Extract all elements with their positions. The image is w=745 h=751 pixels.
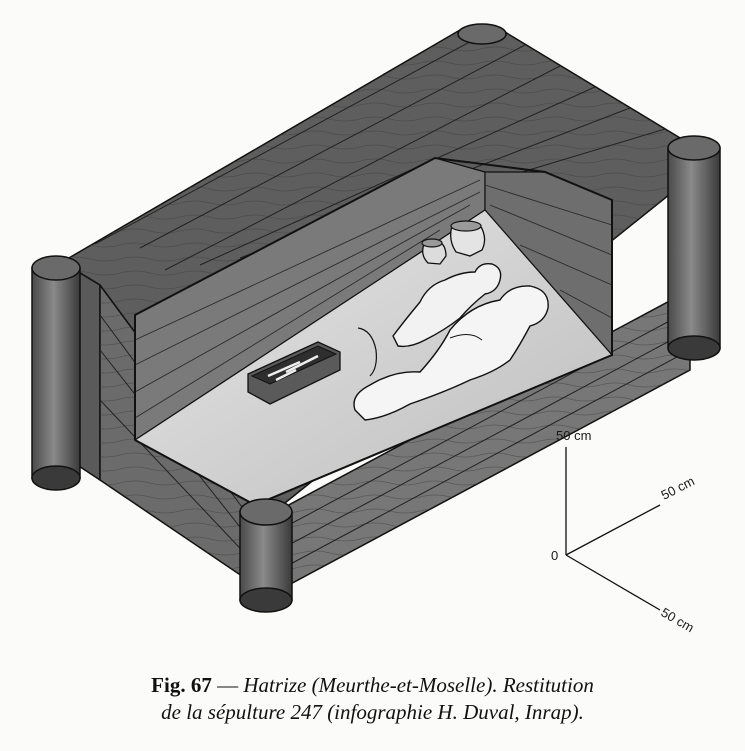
child-figure xyxy=(392,262,502,348)
depth-axis-label: 50 cm xyxy=(659,473,697,502)
scale-axes xyxy=(565,447,661,611)
figure-number: Fig. 67 xyxy=(151,673,212,697)
origin-label: 0 xyxy=(551,548,558,563)
caption-text-1: Hatrize (Meurthe-et-Moselle). Restitutio… xyxy=(243,673,594,697)
ceramic-vessels xyxy=(421,220,486,265)
corner-log-left xyxy=(31,255,81,491)
corner-posts xyxy=(31,23,721,613)
width-axis xyxy=(565,554,661,611)
wooden-chamber xyxy=(60,29,701,597)
caption-dash: — xyxy=(211,673,244,697)
width-axis-label: 50 cm xyxy=(659,605,697,636)
deceased-figures xyxy=(353,262,549,421)
caption-line-1: Fig. 67 — Hatrize (Meurthe-et-Moselle). … xyxy=(0,672,745,699)
corner-log-back xyxy=(457,23,507,45)
caption-line-2: de la sépulture 247 (infographie H. Duva… xyxy=(161,700,584,724)
corner-log-front xyxy=(239,498,293,613)
adult-figure xyxy=(353,285,549,421)
grave-reconstruction-diagram: 50 cm 50 cm 50 cm 0 xyxy=(31,23,721,636)
vessel-large xyxy=(450,224,486,257)
corner-log-right xyxy=(667,135,721,361)
offering-box xyxy=(247,341,341,405)
figure-caption: Fig. 67 — Hatrize (Meurthe-et-Moselle). … xyxy=(0,672,745,726)
depth-axis xyxy=(565,504,661,556)
vertical-axis-label: 50 cm xyxy=(556,428,591,443)
vessel-small xyxy=(422,241,447,265)
